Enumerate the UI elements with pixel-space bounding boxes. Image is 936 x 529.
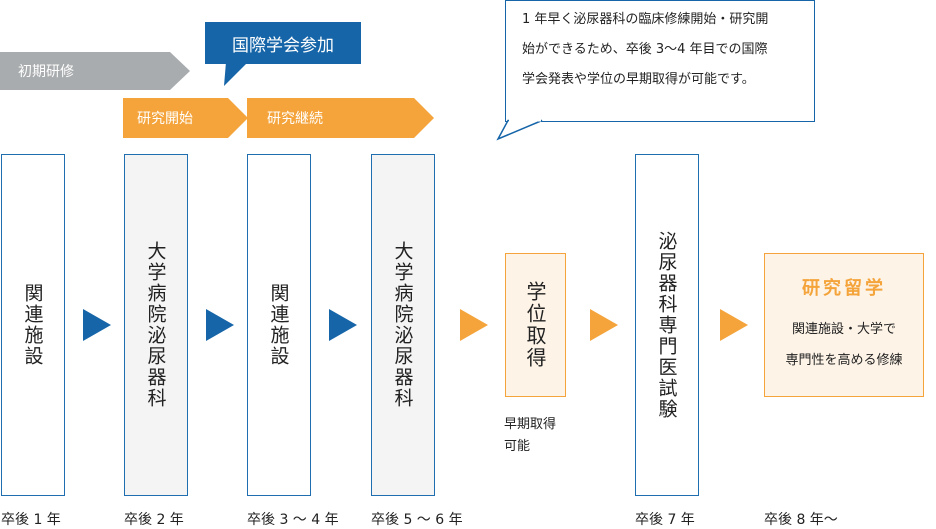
research-abroad-line-2: 専門性を高める修練 — [785, 353, 903, 368]
banner-research-continue-label: 研究継続 — [267, 111, 323, 127]
stage-university-urology-1-label: 大学病院泌尿器科 — [144, 241, 167, 409]
stage-research-abroad: 研究留学 関連施設・大学で 専門性を高める修練 — [764, 253, 924, 397]
stage-affiliated-facility-1-label: 関連施設 — [21, 283, 44, 367]
year-label-4: 卒後 5 〜 6 年 — [371, 512, 463, 528]
note-line-2: 始ができるため、卒後 3〜4 年目での国際 — [522, 42, 768, 57]
arrow-blue-1 — [83, 309, 111, 341]
stage-urology-board-exam-label: 泌尿器科専門医試験 — [655, 230, 678, 420]
arrow-orange-3 — [720, 309, 748, 341]
stage-university-urology-2: 大学病院泌尿器科 — [371, 154, 435, 496]
degree-early-note-line-1: 早期取得 — [504, 417, 557, 432]
stage-affiliated-facility-1: 関連施設 — [1, 154, 65, 496]
banner-research-start: 研究開始 — [123, 98, 248, 138]
callout-intl-conference: 国際学会参加 — [205, 22, 361, 64]
arrow-orange-2 — [590, 309, 618, 341]
year-label-1: 卒後 1 年 — [1, 512, 61, 528]
stage-degree-acquisition-label: 学位取得 — [523, 281, 547, 369]
year-label-2: 卒後 2 年 — [124, 512, 184, 528]
arrow-orange-1 — [460, 309, 488, 341]
stage-degree-acquisition: 学位取得 — [505, 253, 566, 397]
banner-research-start-label: 研究開始 — [137, 111, 193, 127]
year-label-6: 卒後 8 年〜 — [764, 512, 838, 528]
note-line-3: 学会発表や学位の早期取得が可能です。 — [522, 72, 755, 87]
banner-initial-training: 初期研修 — [0, 52, 190, 90]
callout-intl-conference-label: 国際学会参加 — [232, 35, 334, 56]
note-line-1: 1 年早く泌尿器科の臨床修練開始・研究開 — [522, 12, 769, 27]
year-label-3: 卒後 3 〜 4 年 — [247, 512, 339, 528]
degree-early-note-line-2: 可能 — [504, 439, 531, 454]
arrow-blue-2 — [206, 309, 234, 341]
stage-urology-board-exam: 泌尿器科専門医試験 — [635, 154, 699, 496]
stage-affiliated-facility-2: 関連施設 — [247, 154, 311, 496]
degree-early-note: 早期取得 可能 — [504, 414, 556, 458]
stage-university-urology-1: 大学病院泌尿器科 — [124, 154, 188, 496]
arrow-blue-3 — [329, 309, 357, 341]
stage-affiliated-facility-2-label: 関連施設 — [267, 283, 290, 367]
callout-early-start-tail — [496, 119, 543, 141]
callout-early-start-note: 1 年早く泌尿器科の臨床修練開始・研究開 始ができるため、卒後 3〜4 年目での… — [505, 0, 815, 122]
banner-research-continue: 研究継続 — [247, 98, 434, 138]
callout-intl-conference-tail — [224, 62, 248, 86]
research-abroad-title: 研究留学 — [802, 278, 886, 299]
research-abroad-line-1: 関連施設・大学で — [791, 322, 896, 337]
banner-initial-training-label: 初期研修 — [18, 64, 74, 80]
stage-university-urology-2-label: 大学病院泌尿器科 — [391, 241, 414, 409]
year-label-5: 卒後 7 年 — [635, 512, 695, 528]
